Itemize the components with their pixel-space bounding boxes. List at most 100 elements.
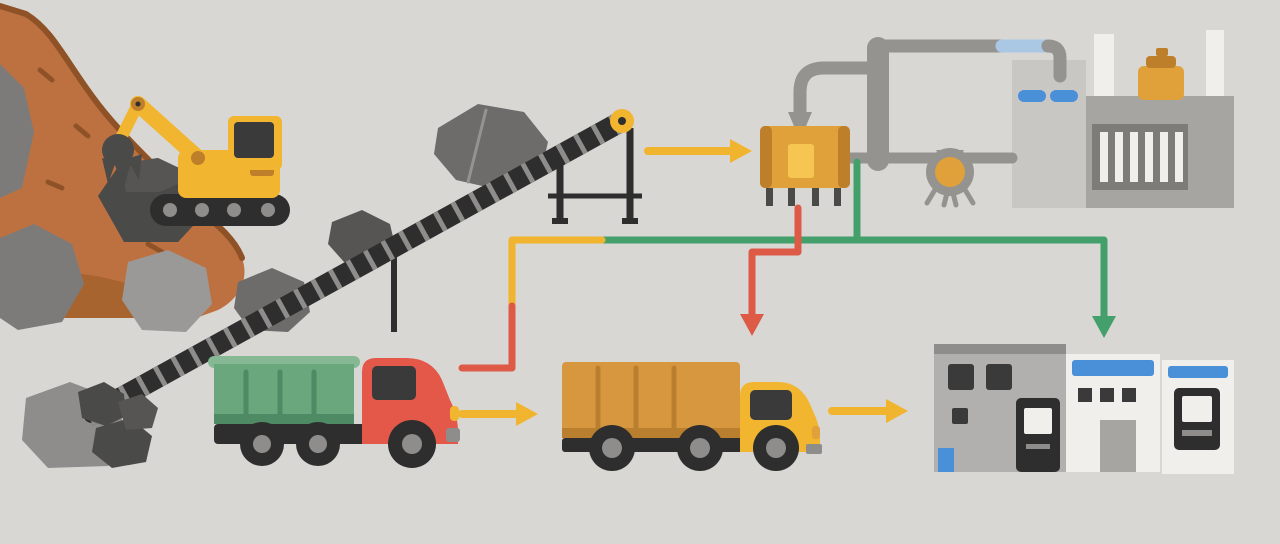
excavator-tracks xyxy=(150,194,290,226)
smelter-pot xyxy=(924,148,976,208)
rock-light-front xyxy=(122,250,212,332)
store-gray xyxy=(934,344,1066,472)
white-window-2 xyxy=(1100,388,1114,402)
wheel-hub xyxy=(309,435,327,453)
cargo-box xyxy=(562,362,740,438)
vending-sign xyxy=(1168,366,1228,378)
dump-cab-window xyxy=(372,366,416,400)
crusher-leg-4 xyxy=(834,188,841,206)
embedded-rock-band xyxy=(0,64,34,198)
support-foot-right xyxy=(622,218,638,224)
crusher-leg-1 xyxy=(766,188,773,206)
ore-rock-1 xyxy=(78,382,126,426)
track-wheel-2 xyxy=(195,203,209,217)
track-wheel-1 xyxy=(163,203,177,217)
retail-buildings xyxy=(934,344,1234,474)
store-white-door xyxy=(1100,420,1136,472)
crusher-side-right xyxy=(838,126,850,188)
bed-slats xyxy=(243,369,317,421)
rock-large-facet-line xyxy=(466,108,488,184)
slat-bars xyxy=(1100,132,1183,182)
store-window-small xyxy=(952,408,968,424)
cargo-headlight xyxy=(812,426,820,439)
slat-4 xyxy=(1145,132,1153,182)
support-foot-left xyxy=(552,218,568,224)
pipe-crusher-arc xyxy=(793,61,875,133)
claw-tooth-3 xyxy=(127,154,142,180)
smelter-melt xyxy=(935,157,965,187)
yellow-arrowhead-2 xyxy=(516,402,538,426)
store-vending xyxy=(1162,360,1234,474)
cab-window xyxy=(234,122,274,158)
tower-window-1 xyxy=(1018,90,1046,102)
kiosk-slot xyxy=(1026,444,1050,449)
crusher-hopper xyxy=(788,112,812,126)
slat-5 xyxy=(1160,132,1168,182)
vending-slot xyxy=(1182,430,1212,436)
dump-truck xyxy=(208,356,460,468)
cargo-truck xyxy=(562,362,822,471)
yellow-arrowhead-3 xyxy=(886,399,908,423)
store-gray-roof xyxy=(934,344,1066,354)
white-window-3 xyxy=(1122,388,1136,402)
flow-lines xyxy=(458,139,1116,426)
dump-wheels xyxy=(240,420,436,468)
slat-6 xyxy=(1175,132,1183,182)
crusher-side-left xyxy=(760,126,772,188)
store-white xyxy=(1066,354,1160,472)
cargo-panel-lines xyxy=(595,365,677,435)
crusher-leg-2 xyxy=(788,188,795,206)
boom-joint-pin xyxy=(135,101,141,107)
roof-tank-lid xyxy=(1146,56,1176,68)
excavator-boom xyxy=(130,96,206,166)
store-window-2 xyxy=(986,364,1012,390)
wheel-hub xyxy=(690,438,710,458)
excavator xyxy=(102,96,290,226)
red-flow-from-crusher xyxy=(748,204,802,320)
red-flow-to-dump-truck xyxy=(458,302,516,372)
track-wheel-3 xyxy=(227,203,241,217)
wheel-hub xyxy=(766,438,786,458)
crusher-leg-3 xyxy=(812,188,819,206)
crusher-door xyxy=(788,144,814,178)
wheel-hub xyxy=(402,434,422,454)
cargo-base-band xyxy=(562,428,740,438)
body-joint xyxy=(191,151,205,165)
chimney-1 xyxy=(1094,34,1114,98)
dump-headlight xyxy=(450,406,459,421)
wheel-hub xyxy=(602,438,622,458)
cargo-cab-window xyxy=(750,390,792,420)
yellow-flow-segment xyxy=(508,236,606,310)
plant-tower xyxy=(1012,60,1086,208)
wheel-hub xyxy=(253,435,271,453)
ore-rock-2 xyxy=(118,394,158,430)
track-wheel-4 xyxy=(261,203,275,217)
bed-base-band xyxy=(214,414,354,424)
claw-tooth-1 xyxy=(102,158,116,184)
dump-bumper xyxy=(446,428,460,442)
rock-left-mid xyxy=(0,224,84,330)
roof-tank xyxy=(1138,66,1184,100)
white-window-1 xyxy=(1078,388,1092,402)
slat-1 xyxy=(1100,132,1108,182)
roof-tank-cap xyxy=(1156,48,1168,56)
claw-tooth-2 xyxy=(114,162,131,188)
green-flow-main xyxy=(853,158,1108,322)
store-white-sign xyxy=(1072,360,1154,376)
chimney-2 xyxy=(1206,30,1224,98)
cargo-wheels xyxy=(589,425,799,471)
cargo-bumper xyxy=(806,444,822,454)
store-blue-door xyxy=(938,448,954,472)
crusher-legs xyxy=(766,188,841,206)
crusher xyxy=(760,112,850,206)
rock-bottom-left-small xyxy=(92,418,152,468)
green-arrowhead xyxy=(1092,316,1116,338)
processing-plant xyxy=(1012,30,1234,208)
kiosk-screen xyxy=(1024,408,1052,434)
conveyor-belt xyxy=(78,109,642,430)
vending-screen xyxy=(1182,396,1212,422)
yellow-arrowhead-1 xyxy=(730,139,752,163)
slat-2 xyxy=(1115,132,1123,182)
store-window-1 xyxy=(948,364,974,390)
